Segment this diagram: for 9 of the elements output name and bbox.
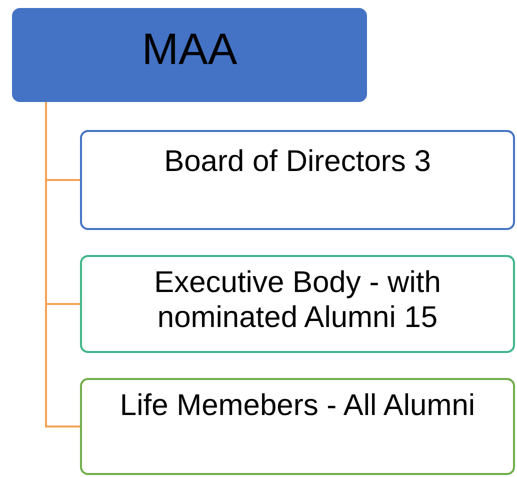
member-text: Life Memebers - All Alumni	[118, 388, 476, 424]
member-box	[80, 378, 515, 475]
member-text: Executive Body - with nominated Alumni 15	[153, 265, 442, 336]
member-box	[80, 255, 515, 353]
member-box	[80, 130, 515, 230]
title-box	[12, 8, 367, 102]
member-text: Board of Directors 3	[163, 144, 432, 180]
title-text: MAA	[140, 24, 238, 76]
connector-line	[45, 102, 80, 428]
